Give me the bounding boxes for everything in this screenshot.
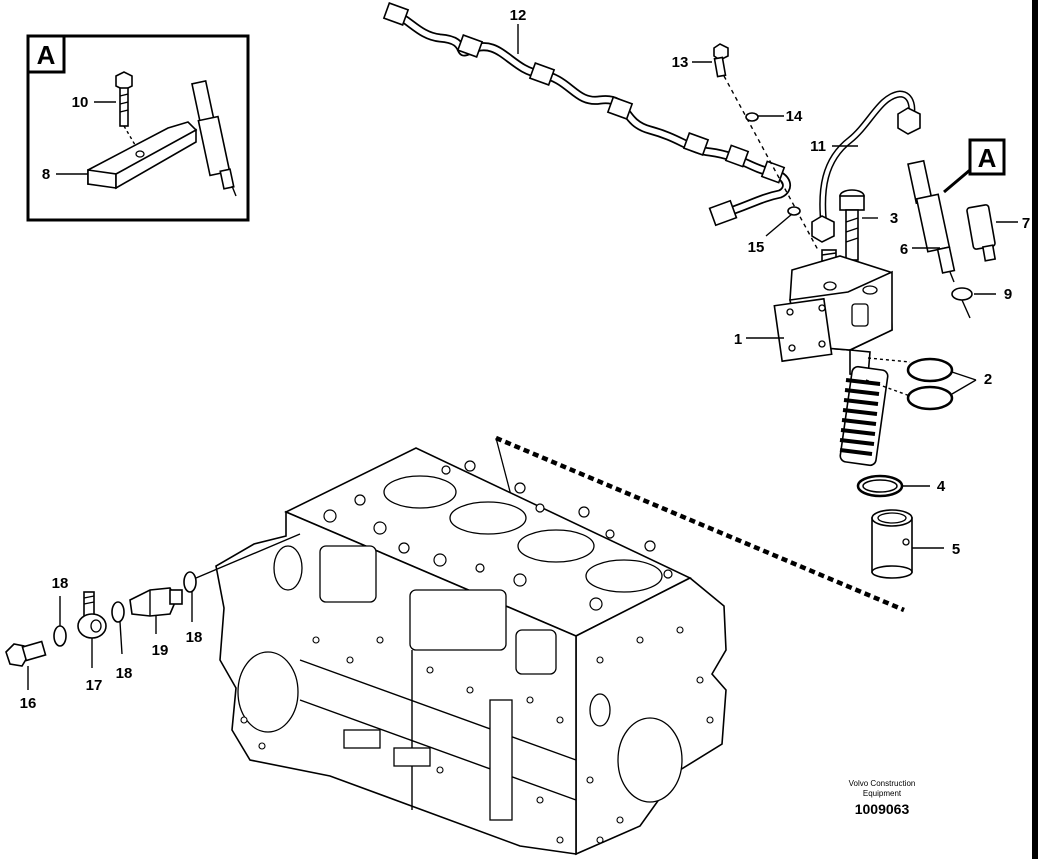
banjo-bolt-16-drawing bbox=[5, 640, 47, 667]
detail-bolt-10-drawing bbox=[115, 71, 139, 151]
callout-8: 8 bbox=[42, 166, 50, 183]
washer-14 bbox=[745, 112, 759, 122]
callout-18-a: 18 bbox=[52, 575, 69, 592]
callout-15: 15 bbox=[748, 239, 765, 256]
callout-5: 5 bbox=[952, 541, 960, 558]
callout-14: 14 bbox=[786, 108, 803, 125]
callout-19: 19 bbox=[152, 642, 169, 659]
callout-2: 2 bbox=[984, 371, 992, 388]
callout-6: 6 bbox=[900, 241, 908, 258]
drawing-number: 1009063 bbox=[855, 801, 910, 817]
callout-18-c: 18 bbox=[186, 629, 203, 646]
callout-16: 16 bbox=[20, 695, 37, 712]
banjo-fitting-17-drawing bbox=[77, 591, 107, 639]
valve-19-drawing bbox=[129, 587, 183, 617]
callout-4: 4 bbox=[937, 478, 946, 495]
bore-location-indicator bbox=[495, 435, 905, 613]
seal-9 bbox=[951, 287, 973, 301]
detail-marker-letter: A bbox=[978, 143, 997, 173]
washer-18-a bbox=[53, 625, 67, 647]
detail-box: A 10 8 bbox=[26, 34, 250, 222]
callout-12: 12 bbox=[510, 7, 527, 24]
washer-18-b bbox=[111, 601, 125, 623]
unit-injector-pump-1 bbox=[773, 249, 911, 467]
detail-injector-drawing bbox=[191, 80, 237, 197]
sleeve-7-drawing bbox=[966, 204, 997, 262]
detail-box-letter: A bbox=[37, 40, 56, 70]
callout-11: 11 bbox=[810, 138, 826, 155]
callout-1: 1 bbox=[734, 331, 742, 348]
washer-15 bbox=[787, 206, 801, 216]
callout-9: 9 bbox=[1004, 286, 1012, 303]
detail-marker-a: A bbox=[943, 138, 1006, 194]
callout-18-b: 18 bbox=[116, 665, 133, 682]
callout-17: 17 bbox=[86, 677, 103, 694]
fuel-return-pipe-12 bbox=[382, 2, 791, 227]
washer-18-c bbox=[183, 571, 197, 593]
detail-clamp-8-drawing bbox=[87, 121, 198, 190]
callout-13: 13 bbox=[672, 54, 689, 71]
publisher-name-line-1: Volvo Construction bbox=[849, 779, 916, 788]
injector-6-drawing bbox=[907, 159, 956, 283]
sleeve-5-drawing bbox=[871, 509, 913, 579]
bolt-3-drawing bbox=[839, 189, 865, 261]
bolt-13-drawing bbox=[713, 43, 819, 251]
pressure-pipe-11 bbox=[811, 90, 921, 243]
engine-cylinder-block bbox=[215, 447, 727, 856]
callout-7: 7 bbox=[1022, 215, 1030, 232]
publisher-name-line-2: Equipment bbox=[863, 789, 902, 798]
callout-10: 10 bbox=[72, 94, 89, 111]
callout-3: 3 bbox=[890, 210, 898, 227]
ring-4-drawing bbox=[856, 474, 904, 498]
o-rings-2-drawing bbox=[906, 357, 954, 411]
